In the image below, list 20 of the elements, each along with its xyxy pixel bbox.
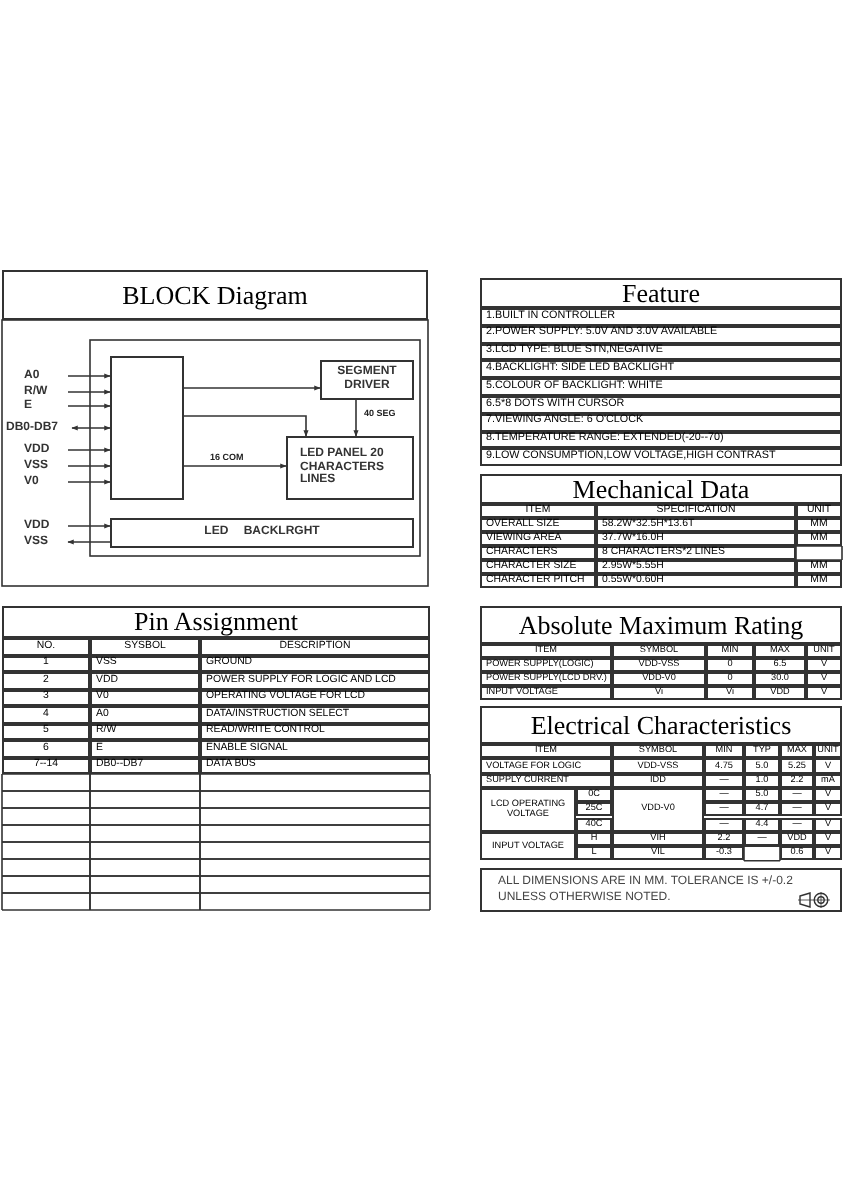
arrow: [67, 373, 111, 379]
arrow: [183, 385, 321, 391]
arrow: [183, 463, 287, 469]
arrow: [67, 447, 111, 453]
section-title: Pin Assignment: [2, 606, 430, 638]
arrow: [67, 479, 111, 485]
arrow: [67, 463, 111, 469]
section-title: Electrical Characteristics: [480, 706, 842, 744]
section-title: BLOCK Diagram: [2, 270, 428, 320]
arrow: [183, 415, 309, 437]
arrow: [353, 399, 359, 437]
arrow: [67, 389, 111, 395]
section-title: Mechanical Data: [480, 474, 842, 504]
controller-box: [110, 356, 184, 500]
arrow: [67, 523, 111, 529]
arrow: [67, 539, 111, 545]
arrow: [71, 425, 111, 431]
section-title: Feature: [480, 278, 842, 308]
section-title: Absolute Maximum Rating: [480, 606, 842, 644]
arrow: [67, 403, 111, 409]
